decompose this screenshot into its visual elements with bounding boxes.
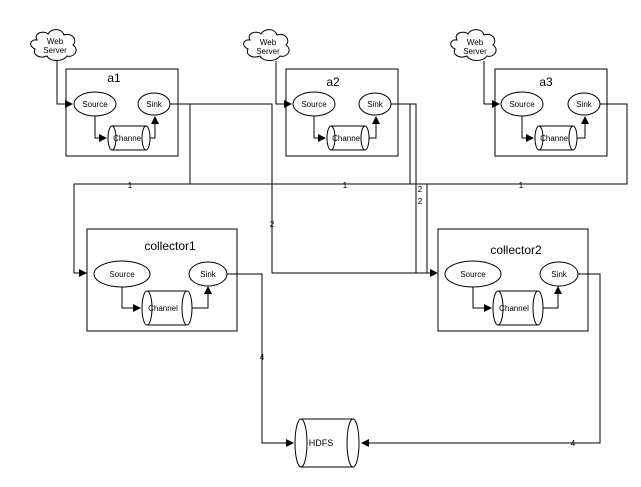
agent-a3: a3 Source Sink Channel xyxy=(494,68,608,157)
web-server-label-1-line2: Server xyxy=(43,46,67,55)
collector-1-sink-label: Sink xyxy=(200,270,217,279)
collector-2-channel-to-sink xyxy=(543,286,562,309)
collector-1-source-label: Source xyxy=(109,270,135,279)
collector-2: collector2 Source Sink Channel xyxy=(437,228,589,332)
hdfs-cylinder: HDFS xyxy=(294,418,360,468)
agent-a1-sink-label: Sink xyxy=(146,100,163,109)
agent-a3-channel: Channel xyxy=(534,125,578,151)
collector-1-channel: Channel xyxy=(141,290,193,326)
collector-1-channel-label: Channel xyxy=(148,304,178,313)
edge-label-4-collector1: 4 xyxy=(260,353,265,362)
agent-a2-source-to-channel xyxy=(313,116,326,142)
web-server-label-2-line1: Web xyxy=(260,38,277,47)
web-server-label-1-line1: Web xyxy=(47,37,64,46)
agent-a1: a1 Source Sink Channel xyxy=(65,68,179,157)
agent-a2-channel: Channel xyxy=(326,125,370,151)
edge-label-1-a2: 1 xyxy=(343,181,348,190)
collector-1: collector1 Source Sink Channel xyxy=(86,228,238,332)
agent-a1-channel-label: Channel xyxy=(113,134,143,143)
edge-label-2-a3: 2 xyxy=(418,197,423,206)
edge-label-1-a1: 1 xyxy=(128,181,133,190)
web-server-label-3-line1: Web xyxy=(467,38,484,47)
agent-a3-channel-to-sink xyxy=(577,116,589,139)
edge-a1-to-collector1 xyxy=(73,103,191,277)
collector-2-channel-label: Channel xyxy=(499,304,529,313)
collector-2-title: collector2 xyxy=(490,243,542,257)
edge-a2-to-collector2 xyxy=(410,103,417,273)
edge-collector1-to-hdfs xyxy=(227,273,294,447)
web-server-cloud-2: Web Server xyxy=(243,29,290,61)
agent-a1-title: a1 xyxy=(107,71,121,85)
edge-a3-to-collector1 xyxy=(410,103,628,185)
edge-a1-to-collector2 xyxy=(190,103,438,277)
agent-a1-channel: Channel xyxy=(107,125,151,151)
agent-a2-title: a2 xyxy=(326,75,340,89)
agent-a2-channel-label: Channel xyxy=(332,134,362,143)
web-server-label-3-line2: Server xyxy=(463,47,487,56)
agent-a2-sink-label: Sink xyxy=(367,100,384,109)
agent-a1-channel-to-sink xyxy=(150,116,159,139)
edge-label-1-a3: 1 xyxy=(519,181,524,190)
agent-a3-source-label: Source xyxy=(509,100,535,109)
edge-collector2-to-hdfs xyxy=(361,273,601,447)
agent-a2-channel-to-sink xyxy=(369,116,380,139)
agent-a3-source-to-channel xyxy=(521,116,534,142)
agent-a3-sink-label: Sink xyxy=(576,100,593,109)
web-server-2-to-a2-source xyxy=(275,61,292,108)
edge-a2-to-collector1 xyxy=(190,103,411,185)
collector-1-channel-to-sink xyxy=(192,286,212,309)
collector-1-title: collector1 xyxy=(144,239,196,253)
edge-label-2-a1: 2 xyxy=(270,220,275,229)
agent-a3-title: a3 xyxy=(539,75,553,89)
web-server-1-to-a1-source xyxy=(56,61,73,108)
edge-label-4-collector2: 4 xyxy=(571,439,576,448)
agent-a1-source-label: Source xyxy=(82,100,108,109)
web-server-cloud-1: Web Server xyxy=(30,29,77,61)
agent-a1-source-to-channel xyxy=(94,116,107,142)
collector-2-source-label: Source xyxy=(460,270,486,279)
collector-2-channel: Channel xyxy=(492,290,544,326)
collector-1-source-to-channel xyxy=(121,287,141,312)
agent-a2: a2 Source Sink Channel xyxy=(285,68,399,157)
edge-label-2-a2: 2 xyxy=(418,185,423,194)
hdfs-label: HDFS xyxy=(309,438,334,448)
agent-a3-channel-label: Channel xyxy=(540,134,570,143)
web-server-cloud-3: Web Server xyxy=(450,29,497,61)
agent-a2-source-label: Source xyxy=(301,100,327,109)
web-server-label-2-line2: Server xyxy=(256,47,280,56)
collector-2-sink-label: Sink xyxy=(551,270,568,279)
collector-2-source-to-channel xyxy=(472,287,492,312)
web-server-3-to-a3-source xyxy=(483,61,500,108)
